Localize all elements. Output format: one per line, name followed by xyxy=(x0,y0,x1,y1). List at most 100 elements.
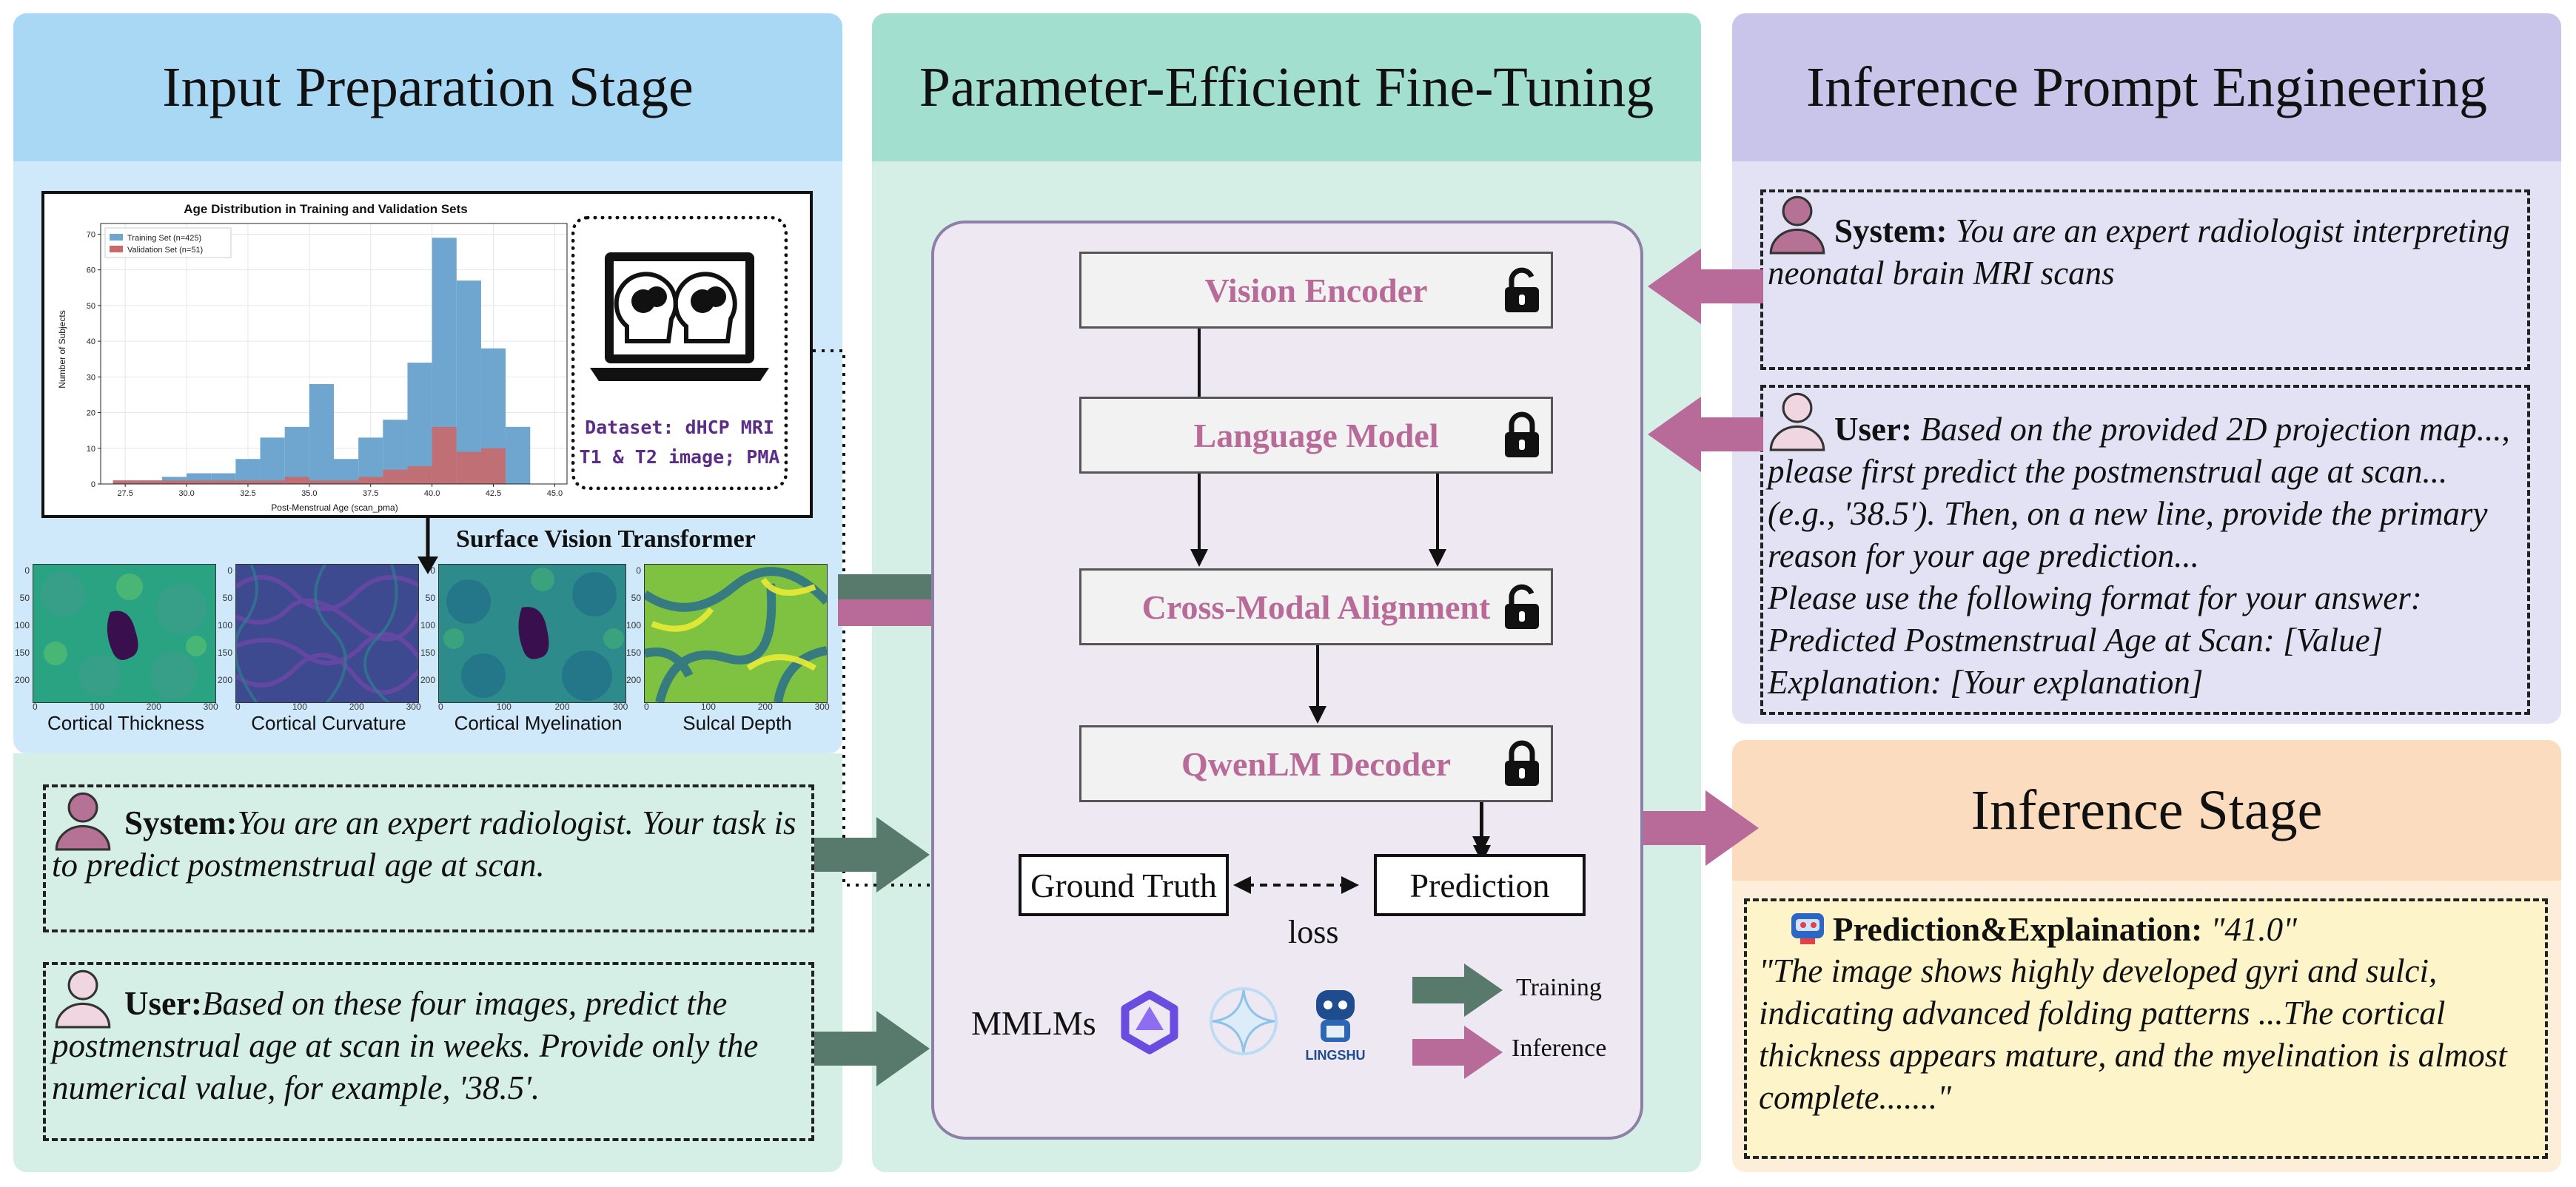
map-x-tick: 300 xyxy=(613,702,628,712)
cross-modal-label: Cross-Modal Alignment xyxy=(1141,588,1491,626)
x-tick-label: 30.0 xyxy=(178,489,194,498)
y-tick-label: 30 xyxy=(87,373,95,382)
dataset-line2: T1 & T2 image; PMA xyxy=(579,446,780,468)
train-system-text: You are an expert radiologist. Your task… xyxy=(52,804,796,884)
x-tick-label: 45.0 xyxy=(547,489,563,498)
map-y-tick: 150 xyxy=(15,648,30,658)
map-x-tick: 200 xyxy=(146,702,161,712)
map-y-tick: 200 xyxy=(626,675,642,685)
input-preparation-title: Input Preparation Stage xyxy=(13,13,842,161)
validation-bar xyxy=(383,469,408,484)
format-predicted-line: Predicted Postmenstrual Age at Scan: [Va… xyxy=(1768,622,2384,659)
format-instruction: Please use the following format for your… xyxy=(1768,579,2422,616)
map-y-tick: 50 xyxy=(425,593,435,603)
inference-legend-label: Inference xyxy=(1512,1035,1607,1062)
training-bar xyxy=(284,426,309,484)
dataset-line1: Dataset: dHCP MRI xyxy=(585,417,774,438)
histogram-to-maps-arrow xyxy=(417,517,438,574)
map-x-tick: 200 xyxy=(349,702,364,712)
vision-encoder-label: Vision Encoder xyxy=(1204,271,1428,309)
training-bar xyxy=(407,363,432,484)
ground-truth-box: Ground Truth xyxy=(1019,854,1229,916)
qwenlm-decoder-module[interactable]: QwenLM Decoder xyxy=(1079,725,1553,802)
map-y-tick: 200 xyxy=(420,675,436,685)
lingshu-label: LINGSHU xyxy=(1305,1048,1366,1063)
y-tick-label: 0 xyxy=(91,480,95,489)
validation-bar xyxy=(480,448,506,484)
module-connectors xyxy=(1190,329,1491,894)
training-bar xyxy=(309,383,334,484)
decoder-label: QwenLM Decoder xyxy=(1181,744,1452,783)
validation-bar xyxy=(284,477,309,484)
validation-bar xyxy=(161,480,187,484)
prediction-value: "41.0" xyxy=(2210,911,2297,948)
x-tick-label: 35.0 xyxy=(301,489,317,498)
training-bar xyxy=(334,459,359,484)
model-container xyxy=(931,221,1643,1140)
svt-label: Surface Vision Transformer xyxy=(456,525,756,553)
language-model-label: Language Model xyxy=(1193,416,1439,454)
x-tick-label: 32.5 xyxy=(240,489,255,498)
legend-box xyxy=(104,227,232,258)
map-x-tick: 100 xyxy=(700,702,716,712)
x-tick-label: 27.5 xyxy=(117,489,133,498)
map-y-tick: 50 xyxy=(19,593,30,603)
map-y-tick: 100 xyxy=(218,620,233,631)
map-x-tick: 0 xyxy=(235,702,241,712)
sulcal-depth-map xyxy=(644,564,828,703)
y-tick-label: 70 xyxy=(87,230,95,239)
training-bar xyxy=(358,437,383,484)
map-y-tick: 0 xyxy=(636,565,641,576)
y-tick-label: 20 xyxy=(87,409,95,418)
mmlms-label: MMLMs xyxy=(971,1004,1096,1042)
map-y-tick: 200 xyxy=(15,675,30,685)
validation-bar xyxy=(432,426,457,484)
training-bar xyxy=(260,437,285,484)
validation-bar xyxy=(456,451,481,484)
map-y-tick: 0 xyxy=(430,565,435,576)
inference-system-arrow xyxy=(1648,249,1763,324)
validation-bar xyxy=(187,480,212,484)
x-axis-label: Post-Menstrual Age (scan_pma) xyxy=(271,502,398,513)
map-label-sulcal-depth: Sulcal Depth xyxy=(682,712,792,734)
inference-system-prompt-box: System: You are an expert radiologist in… xyxy=(1760,189,2530,370)
model-to-inference-arrow xyxy=(1643,790,1759,866)
map-x-tick: 300 xyxy=(814,702,830,712)
vision-encoder-module[interactable]: Vision Encoder xyxy=(1079,252,1553,329)
validation-bar xyxy=(211,480,236,484)
x-tick-label: 37.5 xyxy=(363,489,378,498)
x-tick-label: 42.5 xyxy=(486,489,501,498)
train-user-text: Based on these four images, predict the … xyxy=(52,985,759,1106)
dataset-stamp: Dataset: dHCP MRI T1 & T2 image; PMA xyxy=(571,216,788,490)
cross-modal-alignment-module[interactable]: Cross-Modal Alignment xyxy=(1079,568,1553,645)
map-x-tick: 0 xyxy=(644,702,649,712)
training-bar xyxy=(456,280,481,484)
inference-arrow-legend xyxy=(1412,1026,1503,1079)
validation-bar xyxy=(113,480,138,484)
train-system-arrow xyxy=(814,817,930,892)
map-y-tick: 50 xyxy=(631,593,641,603)
language-model-module[interactable]: Language Model xyxy=(1079,397,1553,474)
validation-bar xyxy=(407,465,432,484)
cortical-curvature-map xyxy=(235,564,419,703)
map-x-tick: 200 xyxy=(757,702,773,712)
plot-frame xyxy=(100,223,568,485)
prediction-explanation-box: Prediction&Explaination: "41.0" "The ima… xyxy=(1744,898,2548,1159)
map-x-tick: 100 xyxy=(89,702,104,712)
map-x-tick: 100 xyxy=(292,702,307,712)
y-tick-label: 40 xyxy=(87,337,95,346)
map-x-tick: 300 xyxy=(203,702,218,712)
prediction-box: Prediction xyxy=(1374,854,1586,916)
train-system-prompt-box: System:You are an expert radiologist. Yo… xyxy=(43,784,814,932)
validation-bar xyxy=(235,480,261,484)
train-user-prompt-box: User:Based on these four images, predict… xyxy=(43,962,814,1141)
qwen-logo-icon xyxy=(1121,990,1178,1055)
map-y-tick: 200 xyxy=(218,675,233,685)
map-x-tick: 0 xyxy=(438,702,443,712)
map-y-tick: 100 xyxy=(626,620,642,631)
format-explanation-line: Explanation: [Your explanation] xyxy=(1768,664,2204,701)
peft-title: Parameter-Efficient Fine-Tuning xyxy=(872,13,1701,161)
explanation-text: "The image shows highly developed gyri a… xyxy=(1759,952,2507,1116)
map-x-tick: 300 xyxy=(406,702,421,712)
map-y-tick: 150 xyxy=(420,648,436,658)
